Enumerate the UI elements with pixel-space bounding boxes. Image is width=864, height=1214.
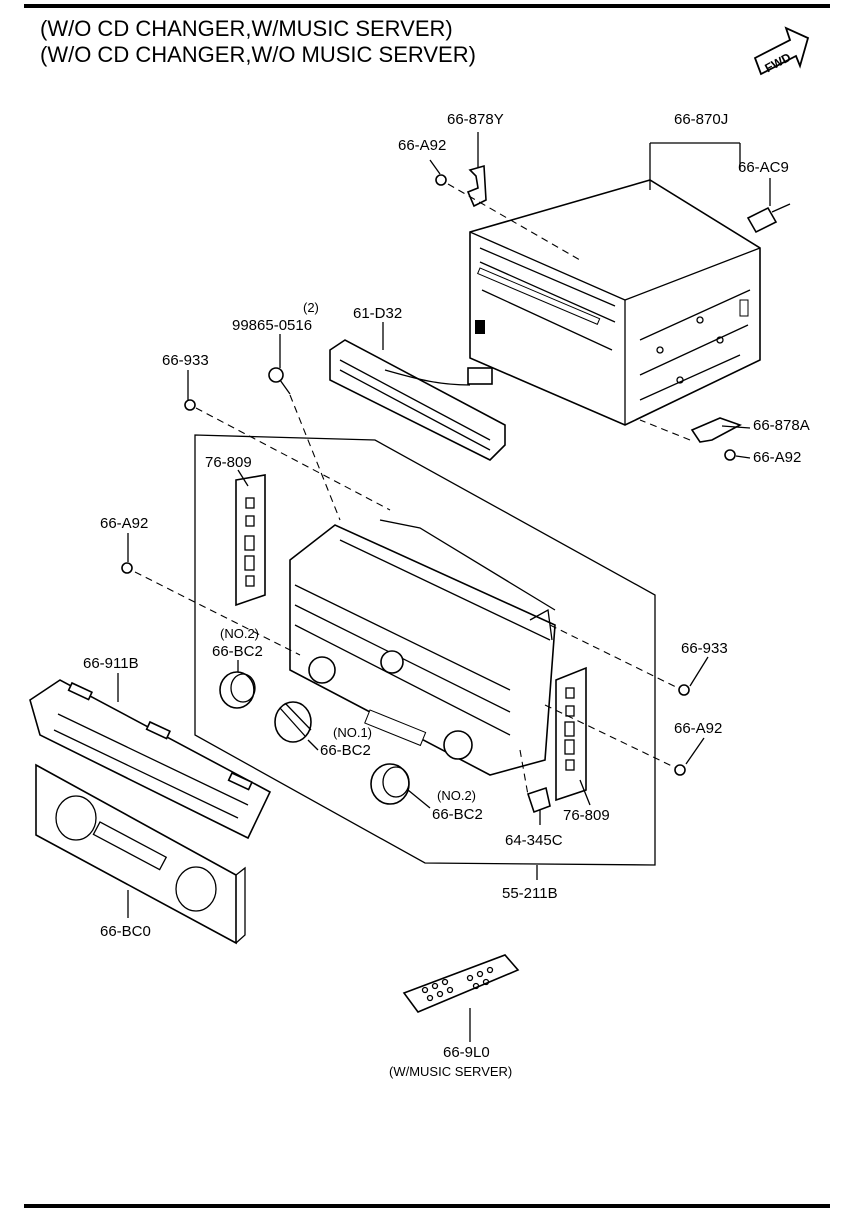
display-61-D32 xyxy=(329,339,506,461)
label-64-345C: 64-345C xyxy=(505,832,563,849)
bottom-rule xyxy=(24,1204,830,1208)
plate-76-809-left xyxy=(235,474,266,607)
bezel-66-911B xyxy=(29,679,272,840)
label-66-878A: 66-878A xyxy=(753,417,810,434)
label-66-A92-left: 66-A92 xyxy=(100,515,148,532)
screw-66-A92-lower xyxy=(674,764,686,776)
label-66-911B: 66-911B xyxy=(83,655,139,672)
clip-64-345C xyxy=(526,786,551,814)
frame-outline-55-211B xyxy=(194,434,656,866)
assembly-dashed-lines xyxy=(134,183,691,796)
header-line-1: (W/O CD CHANGER,W/MUSIC SERVER) xyxy=(40,16,453,41)
plate-76-809-right xyxy=(555,666,587,802)
label-66-933-left: 66-933 xyxy=(162,352,209,369)
label-66-9L0-qualifier: (W/MUSIC SERVER) xyxy=(389,1064,512,1079)
bolt-66-AC9 xyxy=(746,203,791,234)
label-55-211B: 55-211B xyxy=(502,885,558,902)
screw-66-A92-right xyxy=(724,449,736,461)
faceplate-66-BC0 xyxy=(35,763,246,945)
label-66-A92-top: 66-A92 xyxy=(398,137,446,154)
screw-99865-0516 xyxy=(268,367,291,395)
label-66-878Y: 66-878Y xyxy=(447,111,504,128)
remote-66-9L0 xyxy=(402,954,520,1013)
knob-66-BC2-no2-left xyxy=(219,671,256,709)
label-66-BC2-a: 66-BC2 xyxy=(212,643,263,660)
label-66-BC2-b: 66-BC2 xyxy=(320,742,371,759)
label-76-809-left: 76-809 xyxy=(205,454,252,471)
label-61-D32: 61-D32 xyxy=(353,305,402,322)
label-66-BC2-b-qualifier: (NO.1) xyxy=(333,725,372,740)
audio-unit-55-211B xyxy=(289,519,556,776)
header-line-2: (W/O CD CHANGER,W/O MUSIC SERVER) xyxy=(40,42,476,67)
bracket-66-878Y xyxy=(466,164,487,208)
label-99865-0516: 99865-0516 xyxy=(232,317,312,334)
label-66-A92-right: 66-A92 xyxy=(753,449,801,466)
label-99865-qty: (2) xyxy=(303,300,319,315)
screw-66-A92-left xyxy=(121,562,133,574)
leader-lines xyxy=(117,132,771,1042)
label-76-809-right: 76-809 xyxy=(563,807,610,824)
label-66-933-right: 66-933 xyxy=(681,640,728,657)
screw-66-933-right xyxy=(678,684,690,696)
label-66-BC2-c-qualifier: (NO.2) xyxy=(437,788,476,803)
label-66-870J: 66-870J xyxy=(674,111,728,128)
bracket-66-878A xyxy=(690,417,742,443)
top-rule xyxy=(24,4,830,8)
label-66-A92-lower: 66-A92 xyxy=(674,720,722,737)
label-66-BC2-c: 66-BC2 xyxy=(432,806,483,823)
fwd-arrow-icon: FWD xyxy=(753,26,810,76)
knob-66-BC2-no2-right xyxy=(370,763,410,805)
knob-66-BC2-no1 xyxy=(274,701,312,743)
screw-66-933-left xyxy=(184,399,196,411)
screw-66-A92-top xyxy=(435,174,447,186)
fwd-label: FWD xyxy=(762,50,793,75)
cd-unit-assembly xyxy=(469,179,761,426)
label-66-BC0: 66-BC0 xyxy=(100,923,151,940)
label-66-BC2-a-qualifier: (NO.2) xyxy=(220,626,259,641)
label-66-AC9: 66-AC9 xyxy=(738,159,789,176)
label-66-9L0: 66-9L0 xyxy=(443,1044,490,1061)
